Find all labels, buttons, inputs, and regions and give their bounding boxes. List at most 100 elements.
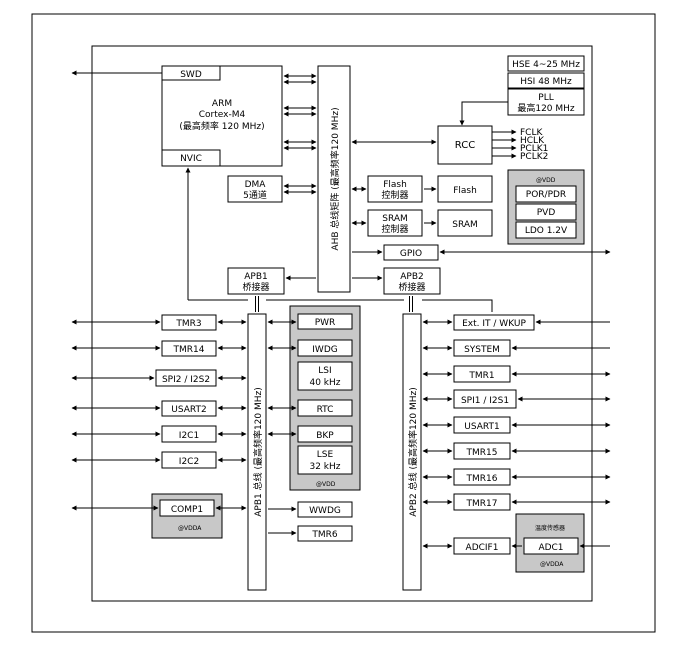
- apb1-bus: [247, 313, 267, 591]
- arm-label: ARM: [212, 99, 232, 109]
- irq-line-right: [422, 299, 493, 312]
- fclk-label: FCLK: [520, 128, 543, 138]
- hsi-box: [507, 72, 585, 89]
- sram-memory-label: SRAM: [452, 220, 478, 230]
- lsi-freq-label: 40 kHz: [309, 378, 340, 388]
- rcc-box: [437, 125, 493, 165]
- apb1-bridge-box: [227, 267, 285, 295]
- tmr16-label: TMR16: [466, 474, 498, 484]
- tmr1-box: [453, 365, 511, 383]
- apb2-bridge-sub: 桥接器: [398, 281, 425, 293]
- iwdg-label: IWDG: [312, 345, 337, 355]
- apb1-peripherals: TMR3 TMR14 SPI2 / I2S2 USART2 I2C1 I2C2: [155, 314, 217, 469]
- tmr14-box: [161, 340, 217, 357]
- apb2-bridge-label: APB2: [400, 272, 423, 282]
- tmr17-box: [453, 493, 511, 511]
- lse-label: LSE: [317, 450, 334, 460]
- dma-channels-label: 5通道: [243, 189, 267, 201]
- system-label: SYSTEM: [464, 345, 500, 355]
- ahb-bus-label: AHB 总线矩阵 (最高频率120 MHz): [329, 107, 341, 250]
- pvd-box: [515, 203, 577, 221]
- i2c1-label: I2C1: [179, 431, 199, 441]
- bkp-label: BKP: [316, 431, 334, 441]
- i2c2-label: I2C2: [179, 457, 199, 467]
- arm-core-label: Cortex-M4: [199, 110, 246, 120]
- adc-vdda-label: @VDDA: [540, 561, 564, 568]
- apb1-bridge-sub: 桥接器: [242, 281, 269, 293]
- comp1-box: [159, 499, 215, 517]
- hclk-label: HCLK: [520, 136, 545, 146]
- apb1-bus-label: APB1 总线 (最高频率120 MHz): [252, 387, 264, 517]
- swd-label: SWD: [180, 70, 202, 80]
- pwr-box: [297, 313, 353, 330]
- rcc-outputs: FCLK HCLK PCLK1 PCLK2: [492, 128, 548, 162]
- usart2-label: USART2: [171, 405, 206, 415]
- usart1-box: [453, 416, 511, 434]
- temp-sensor-label: 温度传感器: [535, 524, 565, 532]
- system-box: [453, 339, 511, 357]
- lsi-box: [297, 361, 353, 391]
- pclk1-label: PCLK1: [520, 144, 548, 154]
- hsi-label: HSI 48 MHz: [520, 77, 572, 87]
- apb2-bus: [402, 313, 422, 591]
- i2c1-box: [161, 425, 217, 443]
- hse-box: [507, 55, 585, 72]
- pwr-label: PWR: [315, 318, 336, 328]
- pll-freq-label: 最高120 MHz: [517, 102, 575, 114]
- apb1-bridge-label: APB1: [244, 272, 267, 282]
- adcif1-box: [453, 537, 511, 555]
- rtc-box: [297, 399, 353, 417]
- apb2-peripherals: Ext. IT / WKUP SYSTEM TMR1 SPI1 / I2S1 U…: [453, 314, 535, 511]
- flash-controller-sub: 控制器: [381, 189, 408, 201]
- sram-controller-box: [367, 209, 423, 237]
- wwdg-box: [297, 501, 353, 518]
- gpio-box: [383, 244, 439, 261]
- backup-links: [267, 319, 297, 437]
- adcif1-label: ADCIF1: [466, 543, 499, 553]
- bkp-box: [297, 425, 353, 443]
- usart1-label: USART1: [464, 422, 499, 432]
- spi2-i2s2-label: SPI2 / I2S2: [162, 375, 210, 385]
- tmr16-box: [453, 468, 511, 486]
- sram-controller-sub: 控制器: [381, 223, 408, 235]
- lsi-label: LSI: [318, 366, 331, 376]
- spi1-i2s1-box: [453, 389, 517, 409]
- adc1-label: ADC1: [538, 543, 563, 553]
- spi2-i2s2-box: [155, 369, 217, 387]
- sram-controller-label: SRAM: [382, 214, 408, 224]
- flash-controller-box: [367, 175, 423, 203]
- nvic-box: [161, 149, 221, 167]
- comp-vdda-label: @VDDA: [178, 525, 202, 532]
- ext-it-label: Ext. IT / WKUP: [462, 319, 526, 329]
- rtc-label: RTC: [317, 405, 334, 415]
- ahb-bus-matrix: [317, 65, 351, 293]
- apb2-bus-label: APB2 总线 (最高频率120 MHz): [407, 387, 419, 517]
- arm-freq-label: (最高频率 120 MHz): [179, 120, 264, 132]
- nvic-label: NVIC: [180, 154, 202, 164]
- flash-memory-box: [437, 175, 493, 203]
- core-ahb-links: [283, 73, 317, 151]
- dma-label: DMA: [245, 180, 267, 190]
- iwdg-box: [297, 339, 353, 357]
- pvd-label: PVD: [537, 208, 556, 218]
- hse-label: HSE 4~25 MHz: [512, 60, 580, 70]
- tmr6-label: TMR6: [311, 530, 338, 540]
- apb2-bridge-box: [383, 267, 441, 295]
- arm-core-box: [161, 65, 283, 167]
- pclk2-label: PCLK2: [520, 152, 548, 162]
- spi1-i2s1-label: SPI1 / I2S1: [461, 396, 509, 406]
- tmr3-label: TMR3: [175, 319, 201, 329]
- lse-freq-label: 32 kHz: [309, 462, 340, 472]
- flash-memory-label: Flash: [453, 186, 477, 196]
- i2c2-box: [161, 451, 217, 469]
- apb2-right-links: [422, 319, 611, 505]
- tmr14-label: TMR14: [173, 345, 205, 355]
- gpio-label: GPIO: [400, 249, 422, 259]
- rcc-label: RCC: [455, 140, 475, 151]
- por-pdr-box: [515, 185, 577, 203]
- backup-domain-label: @VDD: [316, 481, 336, 488]
- tmr3-box: [161, 314, 217, 331]
- pll-label: PLL: [538, 93, 553, 103]
